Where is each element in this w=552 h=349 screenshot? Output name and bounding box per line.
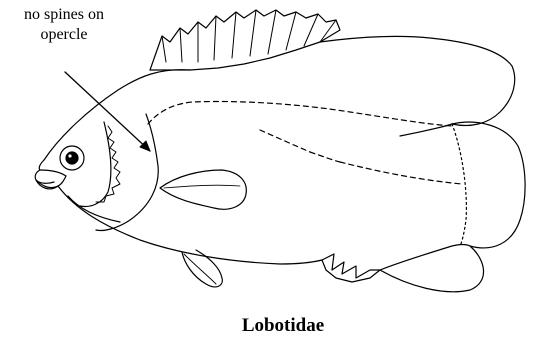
spiny-dorsal-fin — [150, 10, 340, 70]
caudal-base-line — [452, 124, 466, 246]
lateral-line-lower — [340, 162, 462, 184]
caudal-fin — [452, 122, 525, 248]
pectoral-fin — [160, 170, 246, 209]
pupil — [66, 152, 78, 164]
lateral-line-link — [310, 152, 340, 162]
annotation-line-1: no spines on — [2, 5, 126, 25]
anal-spines — [322, 254, 380, 282]
lateral-line — [148, 101, 452, 126]
body-peduncle — [380, 245, 470, 271]
body-peduncle-top — [400, 124, 452, 136]
pectoral-fin-rays — [164, 185, 240, 188]
upper-jaw — [40, 170, 66, 176]
body-outline-bottom — [58, 186, 322, 264]
annotation-line-2: opercle — [2, 25, 126, 45]
lateral-line-mid — [260, 130, 310, 152]
body-outline-top — [44, 70, 190, 160]
snout — [35, 160, 54, 183]
preopercle-inner — [80, 122, 111, 206]
family-caption: Lobotidae — [0, 315, 552, 337]
opercle-edge — [96, 114, 158, 231]
annotation-label: no spines on opercle — [2, 5, 126, 45]
dorsal-spines — [162, 10, 336, 62]
eye-highlight — [68, 154, 71, 157]
